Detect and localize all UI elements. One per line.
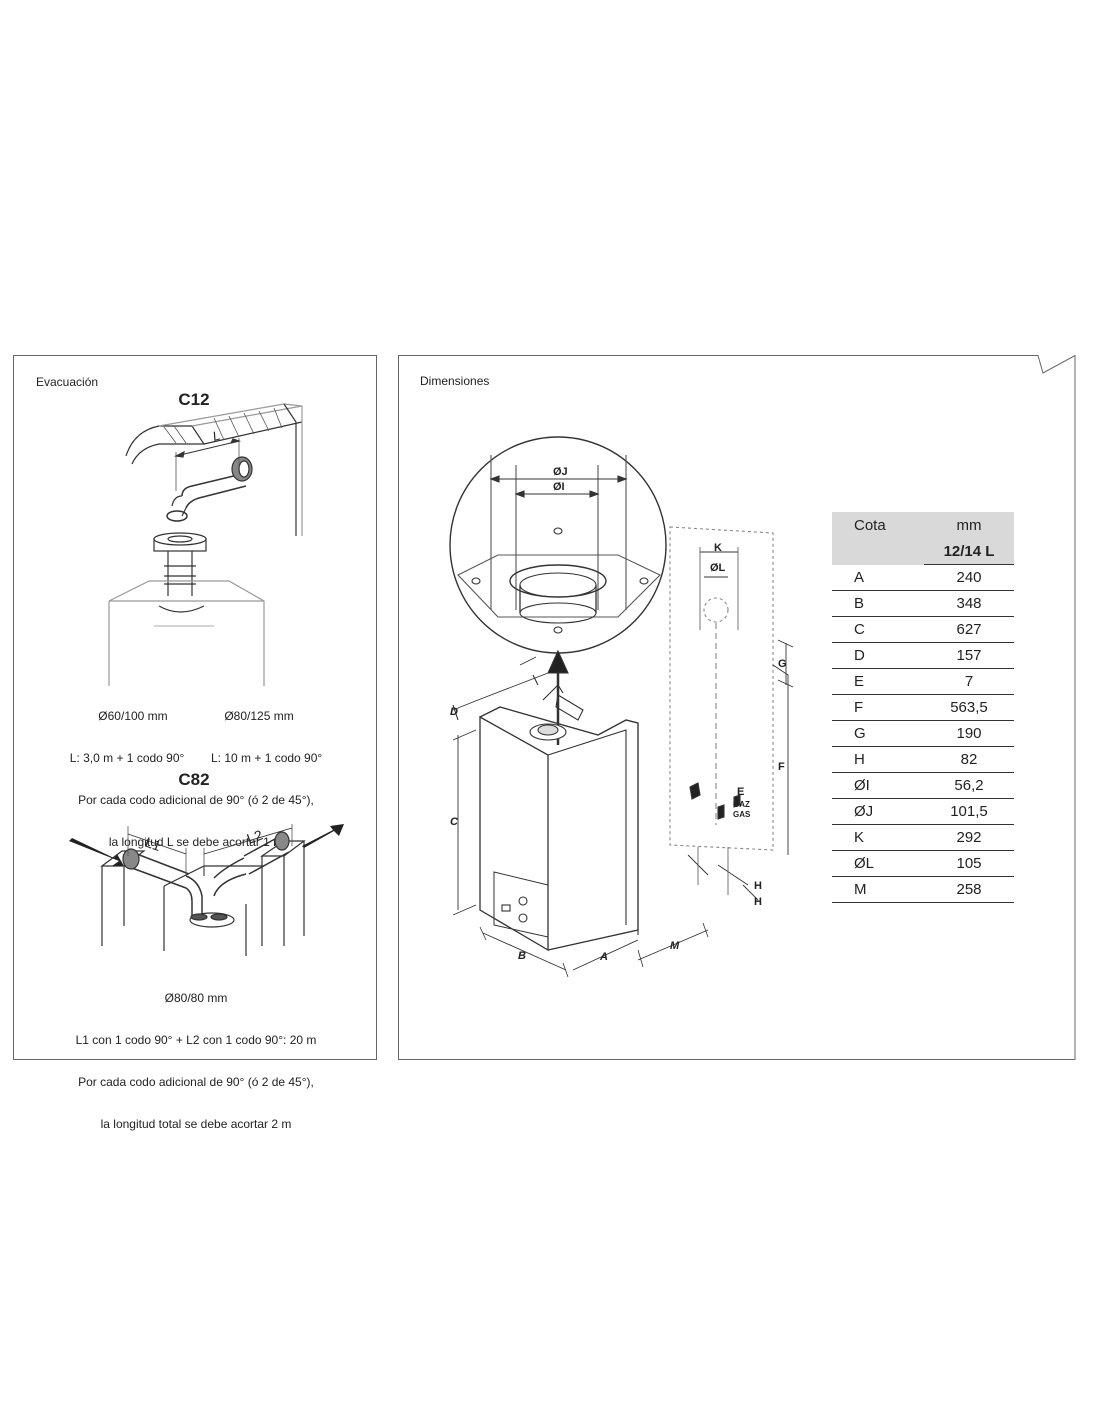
c82-l1-label: L1 [143,834,163,854]
row-key: ØJ [832,798,924,825]
row-key: M [832,876,924,903]
row-key: H [832,746,924,773]
c82-caption-line-2: L1 con 1 codo 90° + L2 con 1 codo 90°: 2… [75,1033,317,1047]
row-key: A [832,564,924,591]
c82-caption-line-3: Por cada codo adicional de 90° (ó 2 de 4… [78,1075,314,1089]
label-oj: ØJ [553,466,568,478]
row-value: 157 [924,642,1014,669]
label-e: E [737,786,744,798]
c12-diagram: L [108,403,303,686]
row-value: 190 [924,720,1014,747]
header-mm: mm [924,512,1014,538]
label-c: C [450,816,459,828]
row-value: 101,5 [924,798,1014,825]
row-key: G [832,720,924,747]
row-key: E [832,668,924,695]
row-value: 627 [924,616,1014,643]
c12-l-label: L [211,428,222,444]
c82-caption-line-4: la longitud total se debe acortar 2 m [100,1117,292,1131]
c82-diagram: L1 L2 [69,824,344,956]
row-key: B [832,590,924,617]
c12-title: C12 [178,390,210,409]
c82-caption: Ø80/80 mm L1 con 1 codo 90° + L2 con 1 c… [14,963,378,1159]
row-key: C [832,616,924,643]
row-value: 292 [924,824,1014,851]
label-oi: ØI [553,481,565,493]
header-model: 12/14 L [924,538,1014,565]
row-key: ØL [832,850,924,877]
row-value: 240 [924,564,1014,591]
header-cota: Cota [832,512,924,538]
row-key: D [832,642,924,669]
label-gas: GAS [733,810,751,819]
table-subheader-row: 12/14 L [832,538,1014,565]
c12-caption-line-2: L: 3,0 m + 1 codo 90° L: 10 m + 1 codo 9… [69,751,323,765]
row-value: 7 [924,668,1014,695]
row-value: 258 [924,876,1014,903]
table-header-row: Cota mm [832,512,1014,538]
label-gaz: GAZ [733,800,750,809]
row-value: 105 [924,850,1014,877]
label-a: A [599,951,608,963]
row-key: F [832,694,924,721]
label-b: B [518,950,526,962]
label-h2: H [754,896,762,908]
c82-caption-line-1: Ø80/80 mm [164,991,228,1005]
label-k: K [714,542,722,554]
row-value: 82 [924,746,1014,773]
right-panel-frame [398,355,1076,1060]
c12-caption-line-3: Por cada codo adicional de 90° (ó 2 de 4… [78,793,314,807]
c12-caption-line-1: Ø60/100 mm Ø80/125 mm [98,709,294,723]
boiler-dimension-diagram: ØJ ØI K ØL G F E GAZ GAS H H D C B A M [449,436,794,978]
label-f: F [778,761,785,773]
row-value: 56,2 [924,772,1014,799]
c82-l2-label: L2 [245,826,265,846]
evacuation-label: Evacuación [36,375,99,389]
label-ol: ØL [710,562,726,574]
row-key: K [832,824,924,851]
row-value: 348 [924,590,1014,617]
dimensions-label: Dimensiones [420,374,490,388]
row-key: ØI [832,772,924,799]
c82-title: C82 [178,770,210,789]
row-value: 563,5 [924,694,1014,721]
label-g: G [778,658,787,670]
label-h1: H [754,880,762,892]
label-d: D [450,706,458,718]
label-m: M [670,940,680,952]
evacuation-panel: Evacuación C12 [13,355,377,1131]
